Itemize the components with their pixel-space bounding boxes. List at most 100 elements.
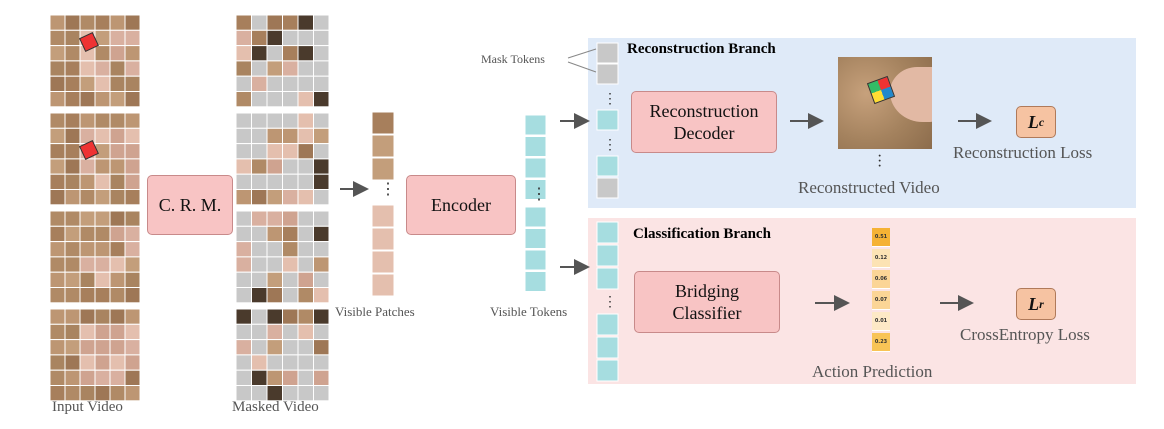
input-patch [49,143,66,160]
reconstruction-decoder-line1: Reconstruction [649,101,759,121]
visible-patch [266,339,283,356]
input-patch [79,271,96,289]
input-patch [64,271,81,289]
input-patch [64,287,81,304]
input-patch [109,75,126,92]
input-patch [79,158,96,175]
input-patch [124,241,141,258]
visible-patch [371,227,395,251]
reconstruction-branch-title: Reconstruction Branch [627,41,776,57]
prediction-value: 0.23 [872,333,890,352]
input-patch [109,308,126,325]
mask-patch [313,112,330,129]
visible-patch [266,29,283,47]
mask-patch [313,323,330,341]
mask-patch [251,91,268,108]
input-patch [64,91,81,108]
input-patch [64,75,81,92]
visible-patch [297,14,314,31]
input-patch [124,14,141,31]
token-ellipsis: ⋮ [603,138,617,153]
mask-patch [313,60,330,77]
input-patch [49,225,66,243]
input-patch [79,173,96,190]
visible-patches-label: Visible Patches [335,304,415,319]
reconstruction-decoder-box: Reconstruction Decoder [631,91,777,153]
visible-patch [251,75,268,92]
mask-patch [266,75,283,92]
input-patch [124,385,141,402]
input-patch [94,339,111,356]
input-patch [109,369,126,387]
mask-patch [235,323,252,341]
visible-token [524,206,547,228]
input-patch [79,225,96,243]
reconstructed-ellipsis: ··· [877,148,883,175]
visible-token [596,109,619,131]
input-patch [124,210,141,227]
input-patch [124,225,141,243]
visible-patch [251,210,268,227]
visible-patch [251,158,268,175]
mask-patch [251,339,268,356]
mask-patch [282,354,299,371]
input-patch [109,241,126,258]
input-patch [124,339,141,356]
visible-patch [266,271,283,289]
visible-patch [313,173,330,190]
lr-letter: L [1028,293,1040,314]
input-patch [79,369,96,387]
input-patch [64,173,81,190]
input-patch [109,323,126,341]
input-patch [94,354,111,371]
visible-token [524,157,547,179]
mask-patch [282,91,299,108]
mask-patch [313,271,330,289]
bridging-classifier-line2: Classifier [672,303,742,323]
visible-patch [297,91,314,108]
prediction-value: 0.51 [872,228,890,247]
input-patch [94,287,111,304]
input-patch [79,189,96,206]
input-patch [109,287,126,304]
mask-token [596,42,619,64]
visible-patch [251,189,268,206]
mask-token [596,177,619,199]
input-patch [94,75,111,92]
mask-patch [266,45,283,62]
token-ellipsis: ⋮ [603,92,617,107]
visible-patch [313,369,330,387]
input-patch [49,127,66,145]
input-patch [109,339,126,356]
input-patch [109,112,126,129]
input-patch [94,241,111,258]
input-patch [124,173,141,190]
visible-tokens-ellipsis: ⋮ [531,186,547,203]
input-patch [94,369,111,387]
encoder-box: Encoder [406,175,516,235]
visible-patch [266,225,283,243]
visible-token [524,136,547,157]
mask-patch [235,143,252,160]
visible-token [596,336,619,359]
mask-patch [266,173,283,190]
visible-patch [235,189,252,206]
visible-patch [297,112,314,129]
visible-patch [235,29,252,47]
input-patch [94,189,111,206]
input-patch [109,143,126,160]
mask-patch [235,287,252,304]
visible-patch [313,91,330,108]
visible-patch [371,250,395,274]
visible-patch [266,158,283,175]
rubiks-cube-patch [79,32,99,52]
visible-patch [282,241,299,258]
mask-patch [313,75,330,92]
action-prediction-label: Action Prediction [812,362,933,381]
visible-patch [313,256,330,273]
mask-patch [313,45,330,62]
input-patch [64,127,81,145]
visible-patch [297,127,314,145]
visible-patch [235,241,252,258]
mask-patch [266,241,283,258]
